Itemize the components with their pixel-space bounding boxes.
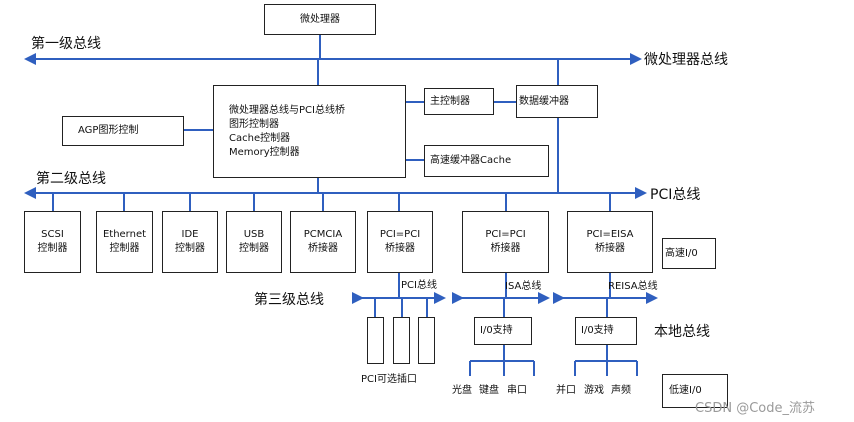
agp-label: AGP图形控制 <box>78 125 139 136</box>
pci-bus-label: PCI总线 <box>650 187 701 203</box>
main-controller-label: 主控制器 <box>430 95 470 107</box>
ethernet-box: Ethernet 控制器 <box>96 211 153 273</box>
pci-sub-bus-label: PCI总线 <box>401 280 437 291</box>
pci-slot-1 <box>367 317 384 364</box>
local-bus-label: 本地总线 <box>654 324 710 340</box>
io-support-1-box: I/0支持 <box>474 317 532 345</box>
io2-item-parallel: 并口 <box>556 385 576 396</box>
bridge-line-4: Memory控制器 <box>229 146 300 158</box>
agp-box: AGP图形控制 <box>62 116 184 146</box>
io-support-2-box: I/0支持 <box>575 317 637 345</box>
reisa-bus-label: REISA总线 <box>608 281 658 292</box>
io2-item-game: 游戏 <box>584 385 604 396</box>
cpu-label: 微处理器 <box>300 13 340 25</box>
low-speed-io-box: 低速I/0 <box>662 374 728 408</box>
data-buffer-label: 数据缓冲器 <box>519 95 569 107</box>
first-level-bus-label: 第一级总线 <box>31 36 101 52</box>
ide-box: IDE 控制器 <box>162 211 218 273</box>
io1-item-keyboard: 键盘 <box>479 385 499 396</box>
watermark: CSDN @Code_流苏 <box>695 401 815 416</box>
data-buffer-box: 数据缓冲器 <box>516 85 598 118</box>
high-speed-io-box: 高速I/0 <box>662 238 716 269</box>
cpu-bus-label: 微处理器总线 <box>644 52 728 68</box>
bridge-line-3: Cache控制器 <box>229 132 291 144</box>
second-level-bus-label: 第二级总线 <box>36 171 106 187</box>
bridge-box: 微处理器总线与PCI总线桥 图形控制器 Cache控制器 Memory控制器 <box>213 85 406 178</box>
cache-label: 高速缓冲器Cache <box>430 155 512 166</box>
pci-slot-label: PCI可选插口 <box>361 374 417 385</box>
pci-slot-3 <box>418 317 435 364</box>
cpu-box: 微处理器 <box>264 4 376 35</box>
bridge-line-2: 图形控制器 <box>229 118 279 130</box>
cache-box: 高速缓冲器Cache <box>424 145 549 177</box>
io1-item-cdrom: 光盘 <box>452 385 472 396</box>
bridge-line-1: 微处理器总线与PCI总线桥 <box>229 104 345 116</box>
main-controller-box: 主控制器 <box>424 88 494 115</box>
scsi-box: SCSI 控制器 <box>24 211 81 273</box>
pci-slot-2 <box>393 317 410 364</box>
pci-pci-bridge-1-box: PCI=PCI 桥接器 <box>367 211 433 273</box>
usb-box: USB 控制器 <box>226 211 282 273</box>
io2-item-audio: 声频 <box>611 385 631 396</box>
pci-pci-bridge-2-box: PCI=PCI 桥接器 <box>462 211 549 273</box>
pci-eisa-bridge-box: PCI=EISA 桥接器 <box>567 211 653 273</box>
pcmcia-box: PCMCIA 桥接器 <box>290 211 356 273</box>
isa-bus-label: ISA总线 <box>505 281 542 292</box>
io1-item-serial: 串口 <box>507 385 527 396</box>
third-level-bus-label: 第三级总线 <box>254 292 324 308</box>
